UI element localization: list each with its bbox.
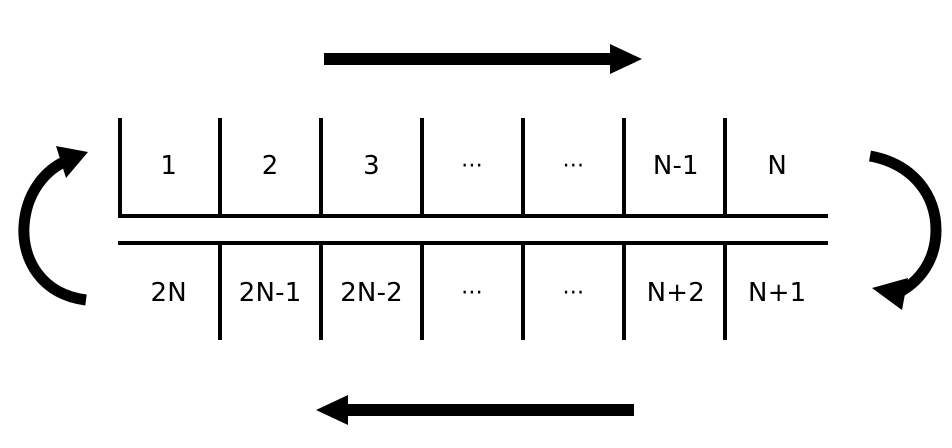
bottom-cell-7: N+1 [748,277,807,308]
reverse-sequence-row: 2N 2N-1 2N-2 ⋯ ⋯ N+2 N+1 [118,245,828,340]
row-separator-lower [118,241,828,245]
bottom-arrow-head [316,395,348,425]
top-cell-2: 2 [261,151,279,181]
bottom-cell-5: ⋯ [562,279,587,305]
left-wrap-arrow-head [56,146,88,178]
top-arrow-head [610,44,642,74]
column-divider-bottom-1 [218,245,222,340]
column-divider-bottom-6 [723,245,727,340]
top-cell-6: N-1 [652,151,699,181]
top-cell-5: ⋯ [562,153,587,178]
bottom-cell-2: 2N-1 [238,277,302,308]
column-divider-top-3 [420,118,424,214]
column-divider-bottom-4 [521,245,525,340]
right-wrap-arrow [868,150,942,310]
column-divider-top-1 [218,118,222,214]
column-divider-top-2x [118,118,122,214]
index-table: 1 2 3 ⋯ ⋯ N-1 N 2N 2N-1 2N-2 ⋯ ⋯ N+2 N+1 [118,118,828,340]
column-divider-bottom-5 [622,245,626,340]
column-divider-top-5 [622,118,626,214]
left-wrap-arrow [18,146,88,306]
bottom-cell-4: ⋯ [460,279,485,305]
bottom-direction-arrow [316,395,634,425]
bottom-cell-1: 2N [150,277,187,308]
column-divider-top-4 [521,118,525,214]
right-wrap-arrow-shaft [868,150,942,299]
top-cell-7: N [767,151,788,181]
column-divider-top-6 [723,118,727,214]
top-cell-4: ⋯ [460,153,485,178]
left-wrap-arrow-shaft [18,154,87,306]
row-separator-upper [118,214,828,218]
top-direction-arrow [324,44,642,74]
forward-sequence-row: 1 2 3 ⋯ ⋯ N-1 N [118,118,828,214]
column-divider-bottom-2 [319,245,323,340]
column-divider-bottom-3 [420,245,424,340]
top-cell-3: 3 [363,151,380,181]
bottom-cell-6: N+2 [646,277,706,308]
right-wrap-arrow-head [872,278,908,310]
column-divider-top-2 [319,118,323,214]
bottom-cell-3: 2N-2 [340,277,403,308]
top-cell-1: 1 [160,151,178,181]
